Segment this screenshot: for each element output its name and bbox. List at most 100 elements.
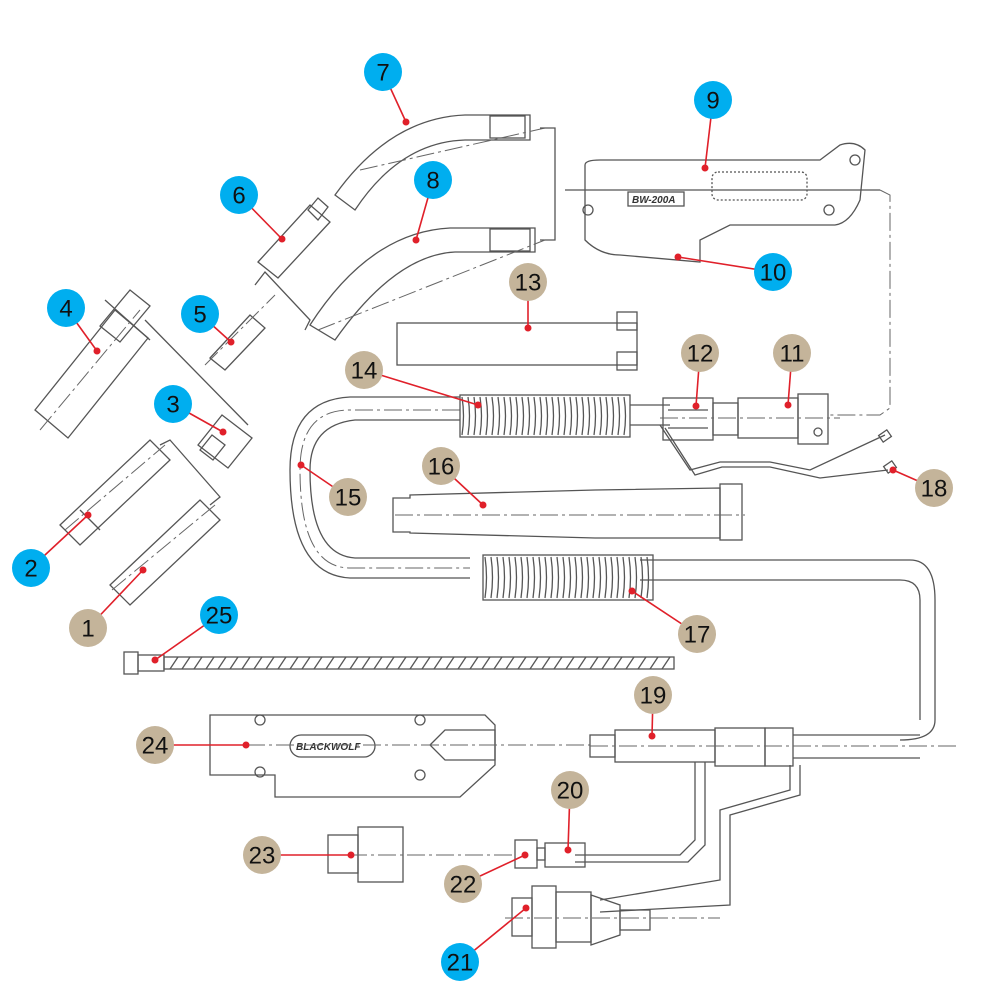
part-16-handle-sleeve [392,483,745,541]
callout-number: 22 [450,872,477,899]
callout-badge [154,385,192,423]
connector-brand-label: BLACKWOLF [296,742,361,753]
callout-7: 7 [364,53,410,126]
leader-dot [522,904,530,912]
leader-dot [227,338,235,346]
part-14-spring-guard [459,394,670,438]
callout-number: 3 [166,392,179,419]
callout-number: 24 [142,733,169,760]
callout-number: 8 [426,168,439,195]
callout-number: 21 [447,950,474,977]
leader-dot [648,732,656,740]
leader-dot [84,511,92,519]
callout-5: 5 [181,295,235,346]
callout-badge [773,334,811,372]
part-3-diffuser [144,319,253,469]
leader-dot [93,347,101,355]
leader-dot [674,253,682,261]
callout-8: 8 [412,161,452,244]
callout-number: 9 [706,88,719,115]
callout-badge [694,81,732,119]
callout-badge [364,53,402,91]
callout-badge [422,447,460,485]
callout-number: 18 [921,476,948,503]
leader-dot [474,401,482,409]
leader-dot [701,164,709,172]
callout-badge [47,289,85,327]
leader-dot [139,566,147,574]
callout-15: 15 [297,461,367,516]
callout-badge [345,351,383,389]
leader-dot [219,428,227,436]
callout-number: 6 [232,183,245,210]
callout-number: 23 [249,843,276,870]
callout-number: 1 [81,616,94,643]
callout-badge [444,865,482,903]
callout-badge [678,615,716,653]
part-15-cable [289,396,936,741]
callout-number: 4 [59,296,72,323]
callout-number: 20 [557,778,584,805]
leader-dot [151,656,159,664]
leader-dot [412,236,420,244]
leader-dot [297,461,305,469]
callout-badge [136,726,174,764]
callout-badge [243,836,281,874]
leader-dot [692,402,700,410]
part-13-trigger-block [396,311,638,371]
leader-dot [242,741,250,749]
leader-dot [347,851,355,859]
callout-2: 2 [12,511,92,587]
callout-number: 14 [351,358,378,385]
callout-3: 3 [154,385,227,436]
part-9-handle: BW-200A [565,142,891,416]
callout-14: 14 [345,351,482,409]
part-22-gas-nut [514,839,546,869]
leader-dot [521,851,529,859]
callout-number: 16 [428,454,455,481]
callout-number: 11 [780,341,805,368]
callout-number: 19 [640,683,667,710]
callout-18: 18 [889,466,953,507]
callout-25: 25 [151,596,238,664]
callout-badge [329,478,367,516]
part-18-trigger-wires [659,424,898,479]
part-21-control-plug [505,885,720,949]
callout-22: 22 [444,851,529,903]
callout-number: 13 [515,270,542,297]
callout-badge [414,161,452,199]
callout-9: 9 [694,81,732,172]
callout-20: 20 [551,771,589,854]
callout-badge [220,176,258,214]
part-25-liner [123,651,675,675]
part-4-nozzle [34,289,151,439]
part-2-contact-tip [59,439,221,546]
callout-24: 24 [136,726,250,764]
part-24-connector-cover: BLACKWOLF [160,714,590,798]
part-6-adapter [254,197,331,331]
callout-badge [200,596,238,634]
callout-13: 13 [509,263,547,332]
callout-badge [12,549,50,587]
callout-17: 17 [628,587,716,653]
leader-dot [402,118,410,126]
callout-12: 12 [681,334,719,410]
part-1-contact-tip [109,499,221,606]
callout-number: 7 [376,60,389,87]
callout-6: 6 [220,176,286,243]
leader-dot [784,401,792,409]
callout-badge [551,771,589,809]
callout-badge [181,295,219,333]
leader-line [363,369,479,406]
callout-badge [509,263,547,301]
callout-16: 16 [422,447,487,509]
callout-23: 23 [243,836,355,874]
callout-11: 11 [773,334,811,409]
callout-10: 10 [674,253,792,291]
handle-model-label: BW-200A [632,195,676,206]
part-7-swan-neck [334,114,556,241]
callout-4: 4 [47,289,101,355]
callout-badge [915,469,953,507]
